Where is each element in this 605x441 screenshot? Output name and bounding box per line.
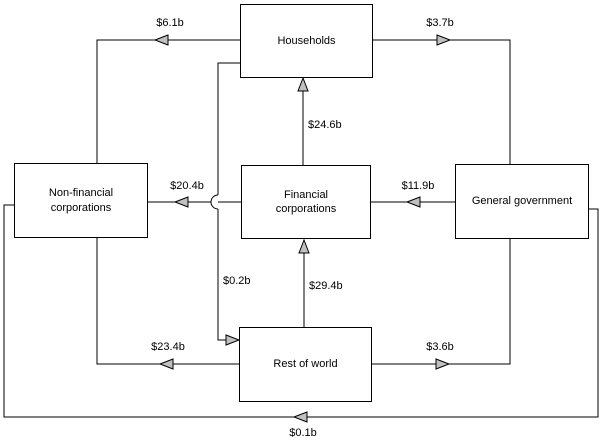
- node-general-government-label: General government: [471, 195, 573, 208]
- line-hop: [210, 194, 219, 210]
- flow-label-restofworld-to-financial: $29.4b: [309, 280, 343, 292]
- node-non-financial-corporations: Non-financial corporations: [14, 163, 148, 238]
- node-households: Households: [240, 4, 373, 78]
- arrowhead-up-icon: [298, 238, 310, 254]
- flow-line-restofworld-to-nonfinancial: [96, 238, 239, 365]
- node-households-label: Households: [277, 34, 336, 47]
- flow-label-restofworld-to-nonfinancial: $23.4b: [151, 341, 185, 353]
- node-financial-corporations-label: Financial corporations: [275, 188, 337, 215]
- node-rest-of-world: Rest of world: [239, 327, 372, 402]
- flow-line-restofworld-to-generalgov: [372, 239, 511, 365]
- node-rest-of-world-label: Rest of world: [273, 358, 338, 371]
- arrowhead-left-icon: [153, 34, 169, 46]
- arrowhead-left-icon: [405, 196, 421, 208]
- flow-label-generalgov-to-financial: $11.9b: [401, 180, 435, 192]
- node-general-government: General government: [455, 164, 589, 239]
- arrowhead-right-icon: [435, 358, 451, 370]
- flow-label-restofworld-to-generalgov: $3.6b: [426, 341, 454, 353]
- flow-line-households-to-generalgov: [373, 39, 511, 164]
- arrowhead-left-icon: [173, 196, 189, 208]
- flow-label-households-to-generalgov: $3.7b: [426, 17, 454, 29]
- flow-line-households-to-nonfinancial: [96, 39, 240, 163]
- flow-label-households-to-nonfinancial: $6.1b: [156, 17, 184, 29]
- flow-label-households-to-restofworld: $0.2b: [223, 275, 251, 287]
- arrowhead-left-icon: [158, 358, 174, 370]
- node-financial-corporations: Financial corporations: [241, 165, 371, 239]
- arrowhead-up-icon: [297, 76, 309, 92]
- flow-label-financial-to-households: $24.6b: [308, 119, 342, 131]
- flow-line-households-to-restofworld: [217, 62, 240, 195]
- arrowhead-left-icon: [292, 411, 308, 423]
- flow-label-financial-to-nonfinancial: $20.4b: [170, 180, 204, 192]
- arrowhead-right-icon: [436, 34, 452, 46]
- flow-label-generalgov-to-nonfinancial: $0.1b: [289, 427, 317, 439]
- node-non-financial-corporations-label: Non-financial corporations: [48, 187, 114, 214]
- arrowhead-right-icon: [225, 334, 241, 346]
